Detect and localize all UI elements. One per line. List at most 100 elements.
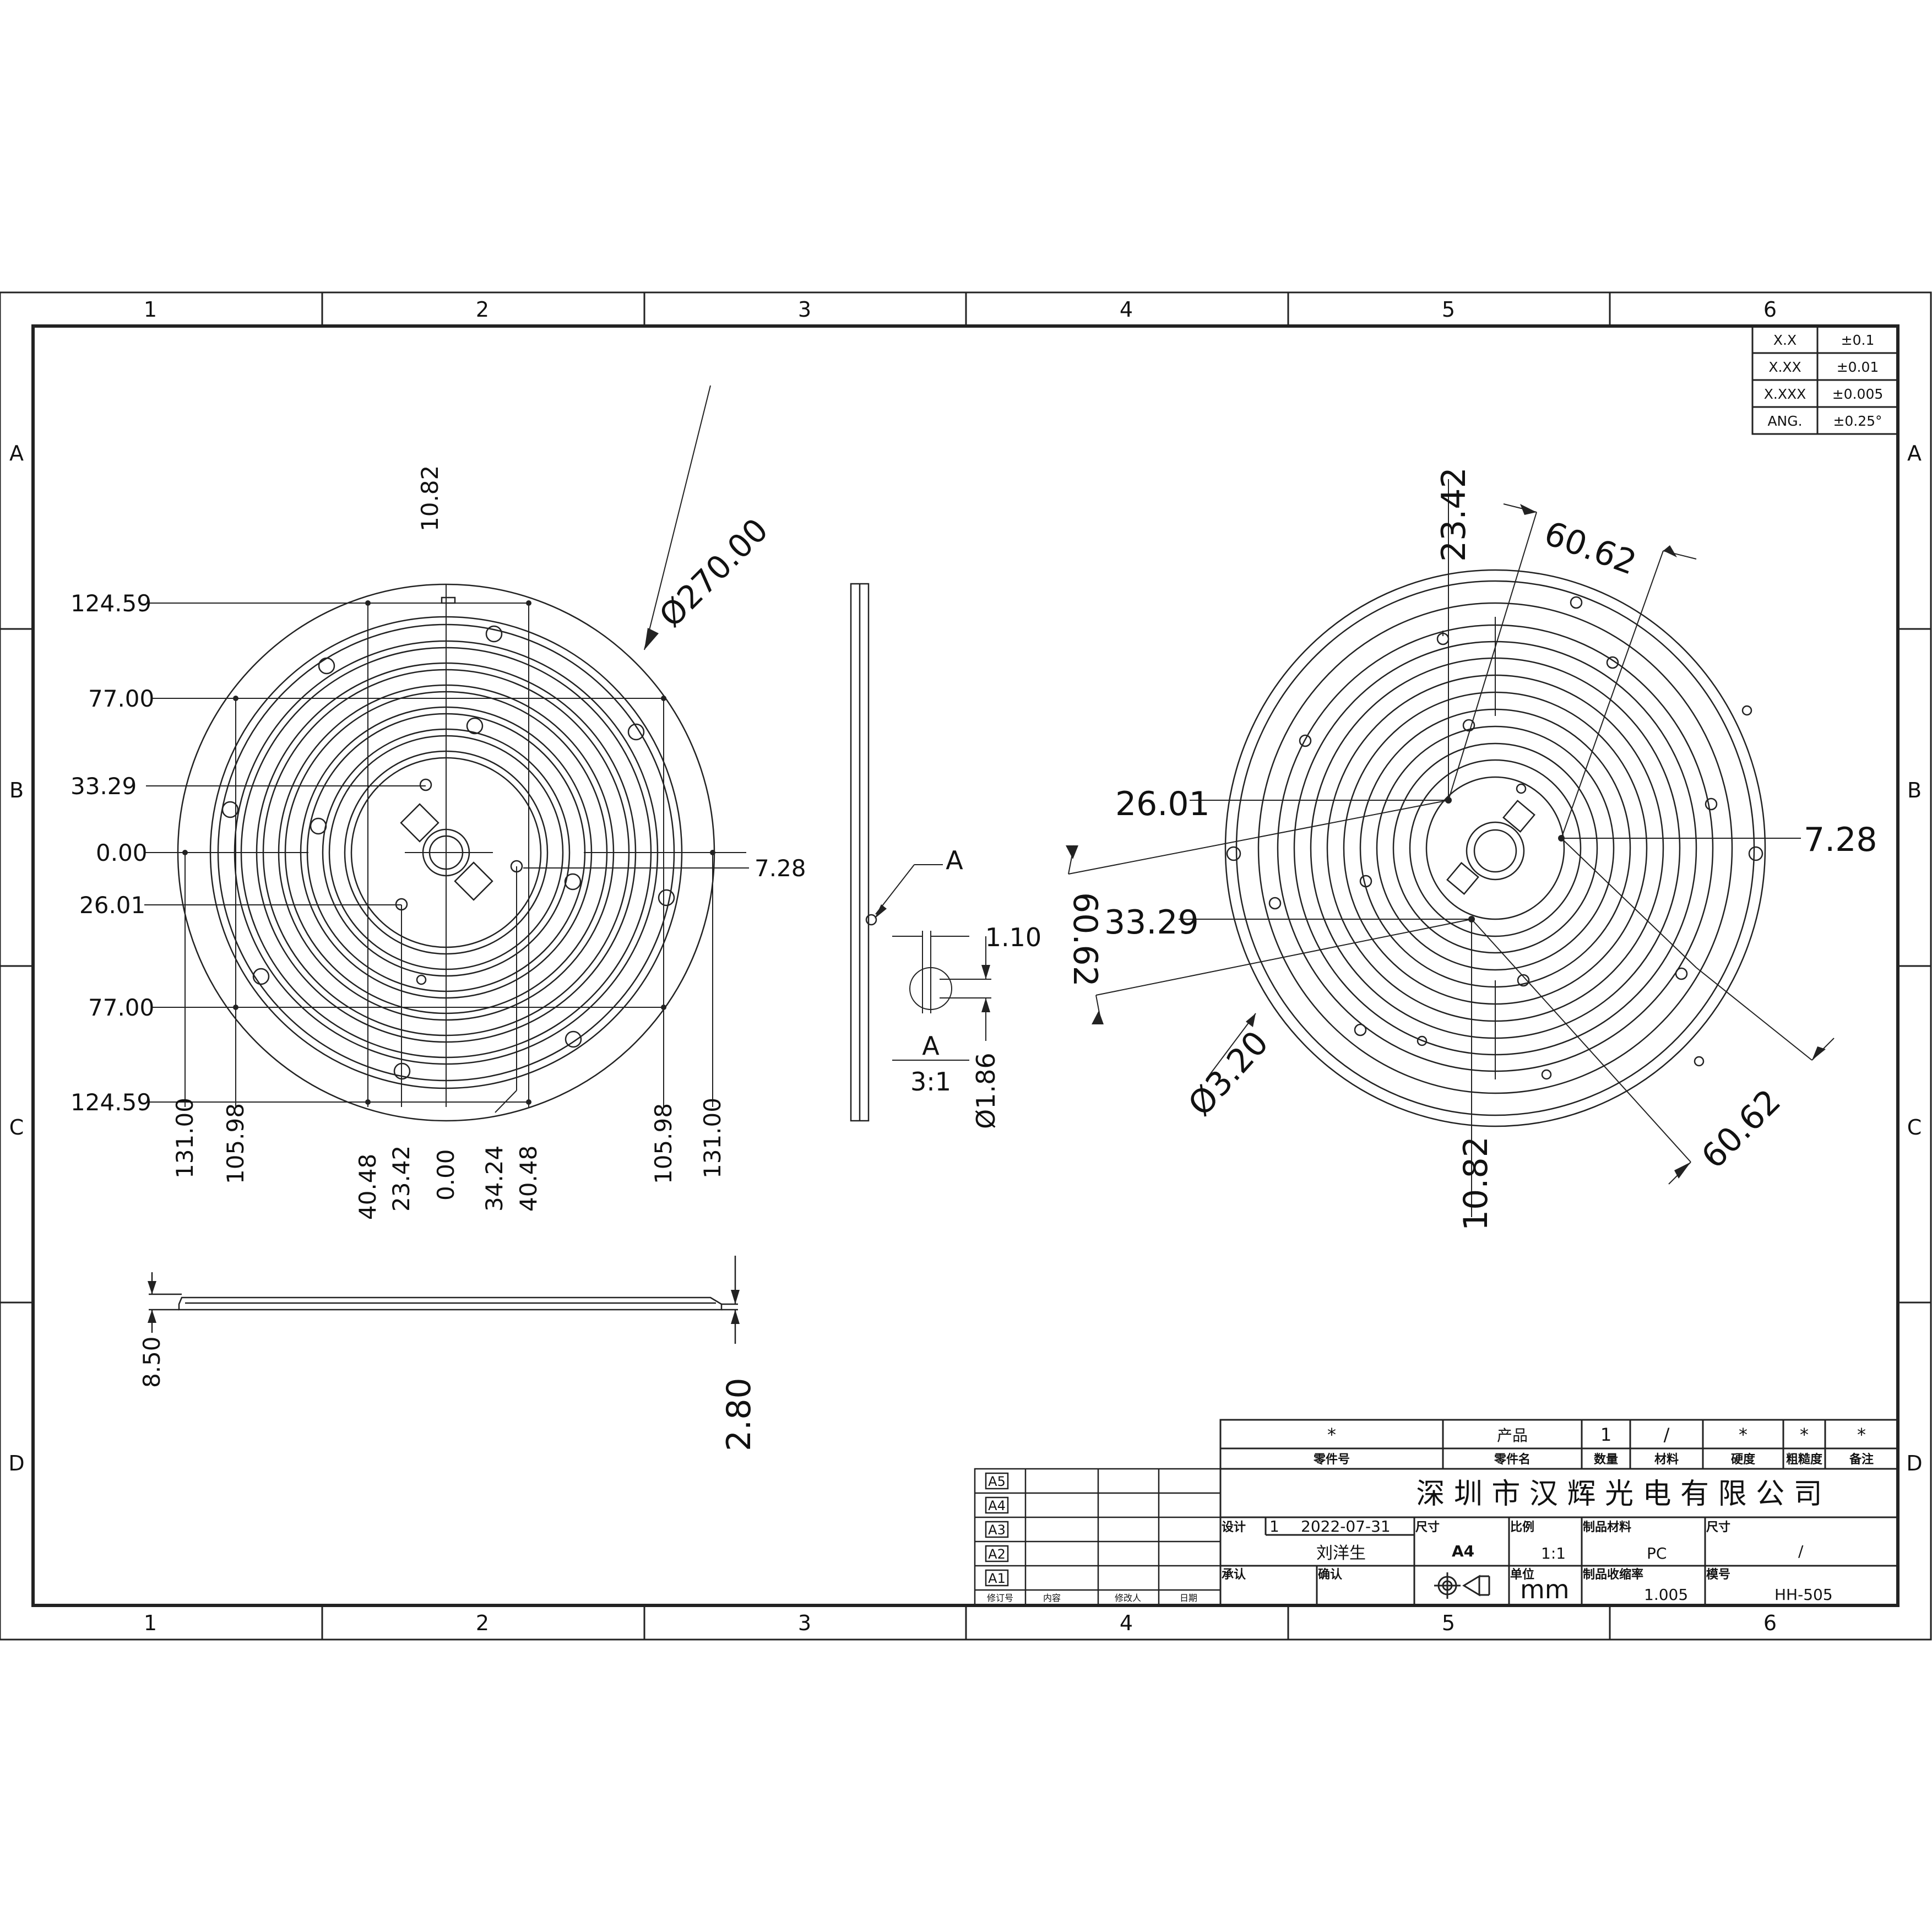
zone-col-4-bottom: 4 <box>1120 1611 1133 1635</box>
rev-header-number: 修订号 <box>987 1593 1013 1603</box>
front-dim-bottom-1: 131.00 <box>171 1098 198 1179</box>
zone-row-c-left: C <box>9 1115 24 1139</box>
confirm-label: 确认 <box>1318 1567 1342 1582</box>
iso-dim-right: 7.28 <box>1804 821 1877 859</box>
front-dim-bottom-4: 23.42 <box>388 1146 415 1212</box>
zone-row-b-right: B <box>1907 778 1922 802</box>
front-dim-bottom-7: 40.48 <box>515 1146 542 1212</box>
material-value: / <box>1664 1424 1670 1445</box>
front-dim-left-4: 0.00 <box>96 839 148 866</box>
title-block: A5 A4 A3 A2 A1 修订号 内容 修改人 日期 * 产品 1 / * … <box>974 1419 1899 1607</box>
unit-label: 单位 <box>1510 1567 1534 1582</box>
zone-col-2-top: 2 <box>476 297 489 322</box>
dimension-label: 尺寸 <box>1706 1521 1730 1534</box>
front-dim-diameter: Ø270.00 <box>652 511 775 634</box>
approve-label: 承认 <box>1222 1568 1246 1582</box>
quantity-value: 1 <box>1600 1424 1611 1445</box>
company-name: 深 圳 市 汉 辉 光 电 有 限 公 司 <box>1416 1478 1822 1511</box>
front-dim-bottom-8: 105.98 <box>650 1103 677 1184</box>
part-name-value: 产品 <box>1497 1426 1528 1445</box>
design-date: 2022-07-31 <box>1301 1517 1391 1535</box>
unit-value: mm <box>1520 1575 1570 1604</box>
front-dim-bottom-3: 40.48 <box>354 1154 381 1220</box>
rev-a2: A2 <box>988 1546 1006 1562</box>
header-hardness: 硬度 <box>1731 1452 1756 1467</box>
material-label: 制品材料 <box>1583 1521 1631 1534</box>
hardness-value: * <box>1739 1424 1748 1445</box>
tol-value-4: ±0.25° <box>1833 413 1882 429</box>
side-view: A 1.10 Ø1.86 A 3:1 <box>850 583 1041 1129</box>
front-dim-bottom-2: 105.98 <box>222 1103 249 1184</box>
zone-row-a-right: A <box>1907 441 1922 465</box>
model-label: 模号 <box>1706 1568 1730 1582</box>
header-material: 材料 <box>1654 1453 1679 1467</box>
roughness-value: * <box>1800 1424 1809 1445</box>
design-label: 设计 <box>1222 1521 1246 1534</box>
front-dim-bottom-5: 0.00 <box>432 1149 459 1201</box>
tol-label-4: ANG. <box>1767 413 1802 429</box>
bottom-dim-thickness: 2.80 <box>720 1377 758 1451</box>
outer-border <box>0 291 1932 1641</box>
rev-a3: A3 <box>988 1522 1006 1538</box>
zone-labels: 1 2 3 4 5 6 1 2 3 4 5 6 A B C D A B C D <box>8 297 1922 1635</box>
design-number: 1 <box>1269 1517 1279 1535</box>
iso-dim-hole: Ø3.20 <box>1181 1024 1276 1124</box>
drawing-frame <box>0 291 1932 1641</box>
model-value: HH-505 <box>1774 1586 1833 1604</box>
tolerance-table: X.X ±0.1 X.XX ±0.01 X.XXX ±0.005 ANG. ±0… <box>1751 325 1899 435</box>
size-value: A4 <box>1452 1542 1474 1560</box>
rev-header-editor: 修改人 <box>1115 1593 1141 1603</box>
zone-row-c-right: C <box>1907 1115 1922 1139</box>
side-dim-hole: Ø1.86 <box>971 1052 1001 1129</box>
front-dim-left-2: 77.00 <box>88 685 154 712</box>
iso-dim-angle-bottom: 60.62 <box>1694 1082 1788 1176</box>
material-name: PC <box>1647 1544 1667 1562</box>
zone-col-5-top: 5 <box>1442 297 1455 322</box>
front-dim-left-5: 26.01 <box>79 892 145 919</box>
iso-dim-left-rot: 60.62 <box>1066 892 1104 987</box>
tol-label-1: X.X <box>1773 332 1797 348</box>
iso-dim-left-b: 33.29 <box>1104 903 1199 942</box>
rev-header-date: 日期 <box>1180 1593 1197 1603</box>
rev-a5: A5 <box>988 1474 1006 1489</box>
bottom-dim-height: 8.50 <box>138 1336 165 1388</box>
detail-title: A <box>922 1031 940 1061</box>
zone-col-3-top: 3 <box>798 297 811 322</box>
rev-a4: A4 <box>988 1498 1006 1513</box>
shrink-label: 制品收缩率 <box>1583 1567 1643 1582</box>
front-dim-right: 7.28 <box>755 855 806 882</box>
remarks-value: * <box>1857 1424 1866 1445</box>
zone-col-6-bottom: 6 <box>1763 1611 1777 1635</box>
iso-outer-rim <box>1224 569 1766 1127</box>
zone-col-1-top: 1 <box>144 297 157 322</box>
tol-value-1: ±0.1 <box>1841 332 1875 348</box>
zone-col-4-top: 4 <box>1120 297 1133 322</box>
iso-dim-left-a: 26.01 <box>1115 785 1210 823</box>
scale-label: 比例 <box>1510 1521 1534 1534</box>
iso-dim-bottom: 10.82 <box>1457 1136 1495 1231</box>
zone-col-1-bottom: 1 <box>144 1611 157 1635</box>
zone-col-3-bottom: 3 <box>798 1611 811 1635</box>
header-remarks: 备注 <box>1849 1452 1874 1467</box>
scale-value: 1:1 <box>1541 1544 1566 1562</box>
side-dim-gap: 1.10 <box>985 922 1041 952</box>
zone-row-a-left: A <box>9 441 24 465</box>
front-dim-left-7: 124.59 <box>70 1089 151 1116</box>
shrink-value: 1.005 <box>1644 1586 1688 1604</box>
header-part-number: 零件号 <box>1313 1453 1350 1467</box>
header-roughness: 粗糙度 <box>1786 1452 1823 1467</box>
front-dim-left-3: 33.29 <box>70 773 137 800</box>
bottom-view: 8.50 2.80 <box>138 1256 758 1451</box>
front-view: Ø270.00 10.82 124.59 77.00 33.29 0.00 26… <box>70 385 806 1220</box>
front-dim-left-1: 124.59 <box>70 590 151 617</box>
zone-col-5-bottom: 5 <box>1442 1611 1455 1635</box>
designer-name: 刘洋生 <box>1316 1544 1366 1563</box>
projection-symbol-icon <box>1434 1572 1490 1599</box>
size-label: 尺寸 <box>1415 1521 1440 1534</box>
rev-a1: A1 <box>988 1571 1006 1586</box>
header-part-name: 零件名 <box>1494 1452 1531 1467</box>
iso-dim-angle-top: 60.62 <box>1539 514 1641 583</box>
zone-row-d-right: D <box>1906 1451 1922 1475</box>
front-dim-bottom-6: 34.24 <box>481 1146 508 1212</box>
